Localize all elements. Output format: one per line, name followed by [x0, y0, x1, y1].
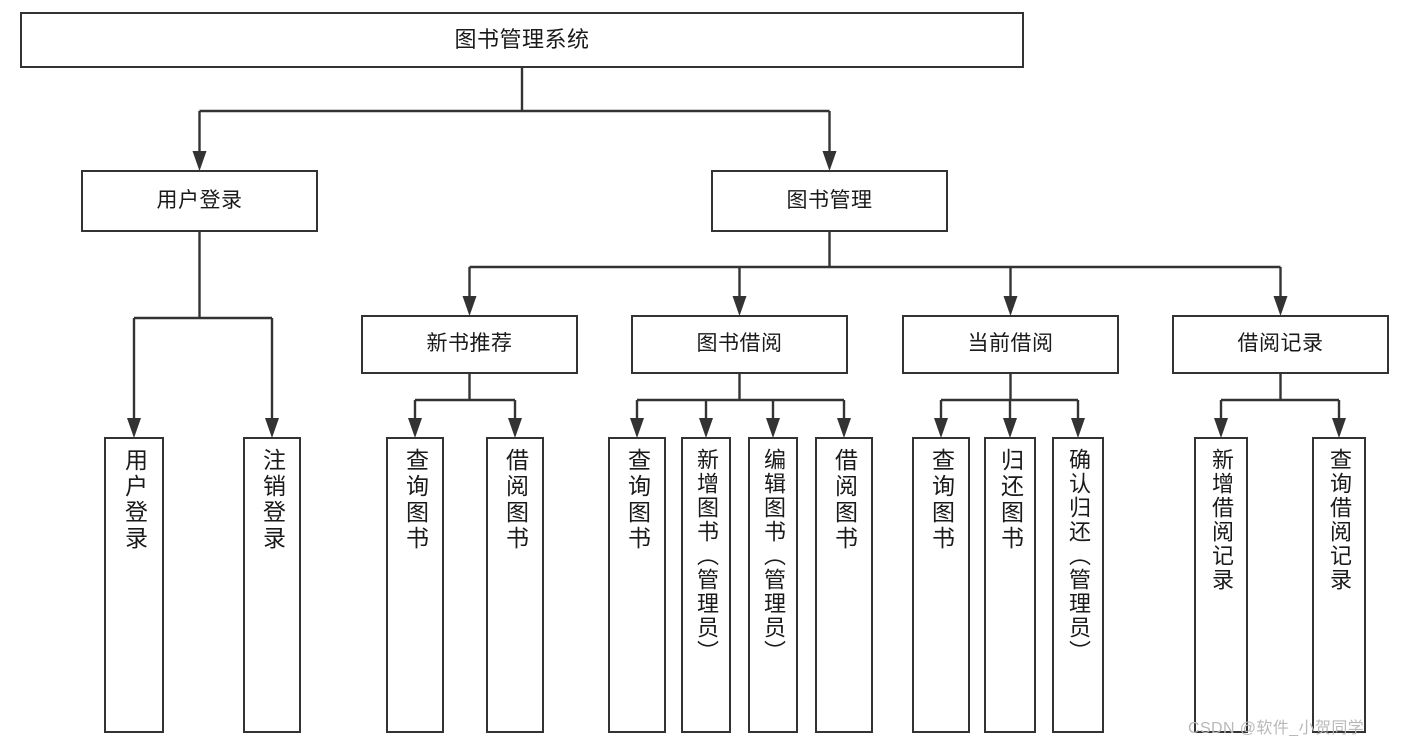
arrow-head-icon [630, 418, 644, 438]
node-leaf-query-book-1[interactable]: 查询图书 [386, 437, 444, 733]
node-borrow-record[interactable]: 借阅记录 [1172, 315, 1389, 374]
arrow-head-icon [127, 418, 141, 438]
arrow-head-icon [408, 418, 422, 438]
node-label: 当前借阅 [967, 332, 1054, 356]
node-label: 归还图书 [997, 448, 1024, 552]
arrow-head-icon [1071, 418, 1085, 438]
node-leaf-query-book-3[interactable]: 查询图书 [912, 437, 970, 733]
arrow-head-icon [1003, 296, 1018, 316]
node-label: 用户登录 [156, 188, 243, 212]
node-label: 编辑图书（管理员） [761, 448, 786, 664]
node-book-borrow[interactable]: 图书借阅 [631, 315, 848, 374]
node-label: 图书管理系统 [454, 27, 590, 53]
node-current-borrow[interactable]: 当前借阅 [902, 315, 1119, 374]
node-leaf-return-book[interactable]: 归还图书 [984, 437, 1036, 733]
node-leaf-query-borrow-record[interactable]: 查询借阅记录 [1312, 437, 1366, 733]
arrow-head-icon [508, 418, 522, 438]
arrow-head-icon [934, 418, 948, 438]
arrow-head-icon [732, 296, 747, 316]
node-leaf-user-login[interactable]: 用户登录 [104, 437, 164, 733]
node-label: 注销登录 [259, 448, 286, 552]
node-label: 新增图书（管理员） [694, 448, 719, 664]
arrow-head-icon [699, 418, 713, 438]
node-label: 查询借阅记录 [1327, 448, 1352, 592]
node-leaf-add-borrow-record[interactable]: 新增借阅记录 [1194, 437, 1248, 733]
node-user-login[interactable]: 用户登录 [81, 170, 318, 232]
node-leaf-logout-login[interactable]: 注销登录 [243, 437, 301, 733]
node-label: 查询图书 [624, 448, 651, 552]
arrow-head-icon [837, 418, 851, 438]
node-label: 借阅图书 [502, 448, 529, 552]
arrow-head-icon [1003, 418, 1017, 438]
node-leaf-add-book-admin[interactable]: 新增图书（管理员） [681, 437, 731, 733]
node-label: 图书借阅 [696, 332, 783, 356]
node-label: 查询图书 [402, 448, 429, 552]
node-label: 用户登录 [121, 448, 148, 552]
arrow-head-icon [462, 296, 477, 316]
node-label: 借阅图书 [831, 448, 858, 552]
arrow-head-icon [1273, 296, 1288, 316]
arrow-head-icon [766, 418, 780, 438]
node-new-book-recommend[interactable]: 新书推荐 [361, 315, 578, 374]
node-leaf-edit-book-admin[interactable]: 编辑图书（管理员） [748, 437, 798, 733]
node-label: 新书推荐 [426, 332, 513, 356]
node-leaf-borrow-book-1[interactable]: 借阅图书 [486, 437, 544, 733]
node-leaf-borrow-book-2[interactable]: 借阅图书 [815, 437, 873, 733]
node-label: 确认归还（管理员） [1066, 448, 1091, 664]
arrow-head-icon [1332, 418, 1346, 438]
arrow-head-icon [822, 151, 837, 171]
arrow-head-icon [1214, 418, 1228, 438]
node-root[interactable]: 图书管理系统 [20, 12, 1024, 68]
node-label: 借阅记录 [1237, 332, 1324, 356]
arrow-head-icon [192, 151, 207, 171]
node-label: 查询图书 [928, 448, 955, 552]
arrow-head-icon [265, 418, 279, 438]
node-label: 图书管理 [786, 188, 873, 212]
node-leaf-confirm-return[interactable]: 确认归还（管理员） [1052, 437, 1104, 733]
watermark-label: CSDN @软件_小贺同学 [1188, 720, 1365, 737]
node-leaf-query-book-2[interactable]: 查询图书 [608, 437, 666, 733]
node-book-manage[interactable]: 图书管理 [711, 170, 948, 232]
node-label: 新增借阅记录 [1209, 448, 1234, 592]
